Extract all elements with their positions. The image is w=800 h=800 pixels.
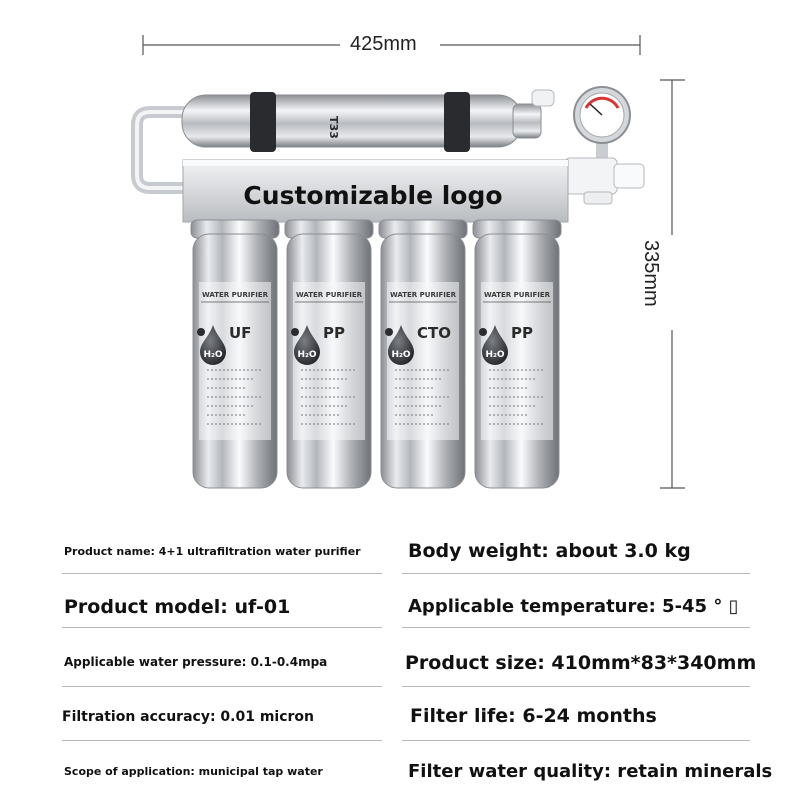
spec-body-weight: Body weight: about 3.0 kg [408,540,691,562]
divider-right-3 [402,686,750,687]
spec-filter-water-quality: Filter water quality: retain minerals [408,761,773,782]
divider-right-1 [402,573,750,574]
canister-code: PP [511,324,533,342]
divider-left-1 [62,573,382,574]
droplet-label: H₂O [203,350,222,360]
height-dimension-line [660,79,685,489]
divider-left-3 [62,686,382,687]
divider-left-4 [62,740,382,741]
pressure-gauge [573,86,631,160]
logo-text: Customizable logo [243,181,502,210]
droplet-label: H₂O [297,350,316,360]
water-drop-icon [200,325,226,365]
canister-code: PP [323,324,345,342]
water-drop-icon [388,325,414,365]
height-dimension-label: 335mm [640,240,662,307]
width-dimension-label: 425mm [350,33,417,55]
water-purifier-illustration: T33 Customizable logo WATER PURIFIER H₂O U… [131,35,685,489]
spec-product-size: Product size: 410mm*83*340mm [405,652,757,674]
mounting-plate [182,159,569,223]
filter-canister: WATER PURIFIER H₂O CTO [378,219,468,489]
spec-water-pressure: Applicable water pressure: 0.1-0.4mpa [64,655,328,669]
canister-code: UF [229,324,251,342]
canister-caption: WATER PURIFIER [202,291,269,299]
spec-product-model: Product model: uf-01 [64,596,291,618]
canister-code: CTO [417,324,451,342]
spec-filter-life: Filter life: 6-24 months [410,705,657,727]
divider-right-4 [402,740,750,741]
spec-filtration-accuracy: Filtration accuracy: 0.01 micron [62,709,315,725]
droplet-label: H₂O [485,350,504,360]
spec-applicable-temperature: Applicable temperature: 5-45 ° ▯ [408,596,739,617]
divider-left-2 [62,627,382,628]
outlet-fitting [564,157,645,205]
canister-caption: WATER PURIFIER [484,291,551,299]
canister-caption: WATER PURIFIER [296,291,363,299]
filter-canister: WATER PURIFIER H₂O PP [284,219,374,489]
top-filter-code: T33 [327,116,340,139]
width-dimension-line [142,35,641,55]
divider-right-2 [402,627,750,628]
canister-caption: WATER PURIFIER [390,291,457,299]
spec-product-name: Product name: 4+1 ultrafiltration water … [64,545,361,558]
top-filter: T33 [181,89,555,152]
filter-canister: WATER PURIFIER H₂O PP [472,219,562,489]
spec-scope-of-application: Scope of application: municipal tap wate… [64,765,323,778]
water-drop-icon [482,325,508,365]
water-drop-icon [294,325,320,365]
droplet-label: H₂O [391,350,410,360]
filter-canister: WATER PURIFIER H₂O UF [190,219,280,489]
